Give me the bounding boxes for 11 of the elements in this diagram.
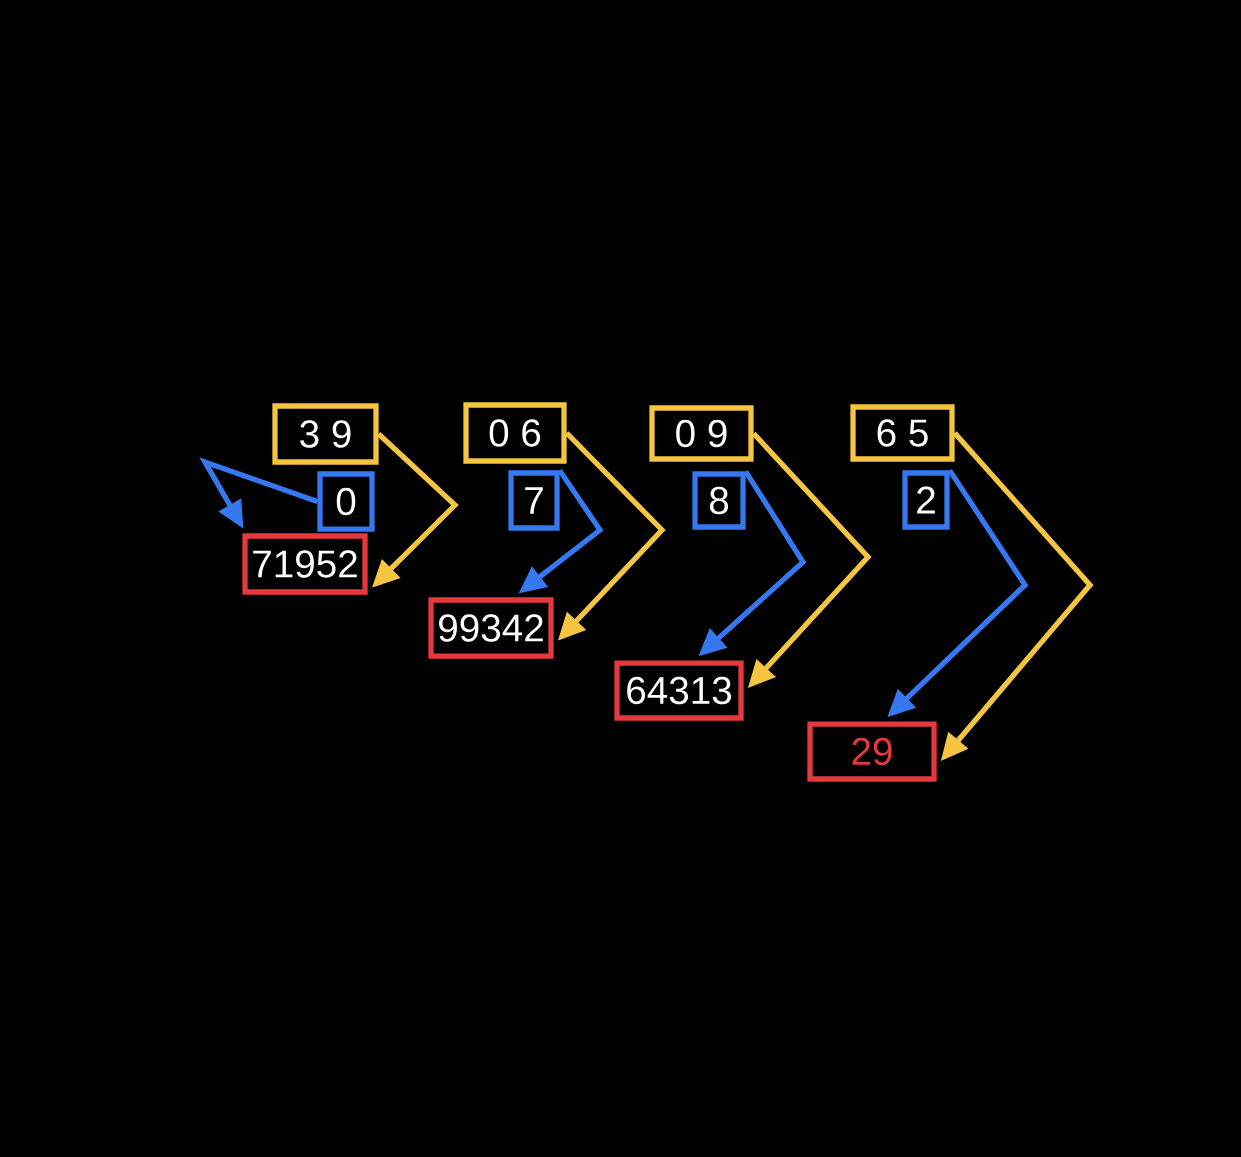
- pair-box: 0 6: [463, 402, 567, 464]
- number-box: 99342: [428, 597, 554, 659]
- number-box: 64313: [614, 660, 744, 721]
- digit-box: 0: [317, 471, 375, 532]
- pair-box: 6 5: [850, 404, 955, 462]
- pair-box: 0 9: [649, 405, 754, 462]
- pair-box: 3 9: [272, 403, 379, 465]
- digit-box: 8: [692, 471, 746, 530]
- digit-box: 7: [508, 470, 560, 531]
- number-box: 29: [807, 721, 937, 782]
- digit-box: 2: [902, 470, 950, 530]
